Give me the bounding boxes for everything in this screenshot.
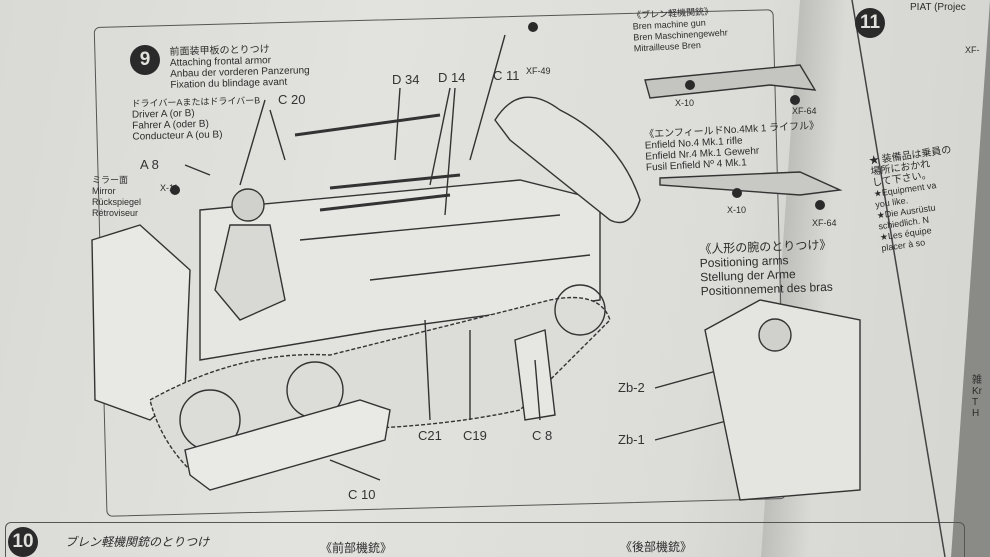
step11-misc: 雑 Kr T H [972, 375, 982, 419]
part-c10: C 10 [348, 487, 376, 502]
step11-paint: XF- [965, 45, 980, 55]
arms-label: 《人形の腕のとりつけ》 Positioning arms Stellung de… [699, 238, 833, 299]
step10-frame [5, 522, 965, 557]
bren-gun-drawing [644, 64, 817, 99]
misc-2: T [972, 397, 979, 408]
mirror-fr: Rétroviseur [92, 208, 139, 218]
plate-c8 [514, 329, 556, 421]
part-c20: C 20 [278, 92, 306, 107]
hull-body [199, 179, 601, 361]
arms-figure-drawing [704, 299, 861, 501]
driver-label: ドライバーAまたはドライバーB Driver A (or B) Fahrer A… [131, 95, 261, 142]
mirror-de: Rückspiegel [92, 197, 142, 207]
part-zb2: Zb-2 [618, 380, 645, 395]
enfield-paint-xf64: XF-64 [812, 218, 837, 228]
step11-frame [851, 0, 946, 557]
paint-x11: X-11 [160, 183, 179, 193]
mirror-jp: ミラー面 [92, 175, 129, 185]
mudguard-c10 [184, 399, 391, 491]
step11-notes: ★ 装備品は乗員の 場所におかれ して下さい。 ★Equipment va yo… [869, 145, 965, 255]
mirror-label: ミラー面 Mirror Rückspiegel Rétroviseur [92, 175, 141, 219]
step10-title: ブレン軽機関銃のとりつけ [65, 535, 210, 549]
enfield-rifle-drawing [659, 171, 843, 196]
bren-paint-x10: X-10 [675, 98, 695, 108]
part-d34: D 34 [392, 72, 420, 87]
part-c21: C21 [418, 428, 442, 443]
tarp-c11 [494, 96, 641, 224]
step10-front-gun: 《前部機銃》 [320, 541, 393, 555]
part-c11: C 11 [493, 68, 520, 83]
bren-label: 《ブレン軽機関銃》 Bren machine gun Bren Maschine… [632, 6, 729, 55]
step11-title: PIAT (Projec [910, 2, 966, 13]
step10-rear-gun: 《後部機銃》 [620, 540, 693, 554]
enfield-paint-x10: X-10 [727, 205, 747, 215]
mirror-en: Mirror [92, 186, 116, 196]
part-d14: D 14 [438, 70, 466, 85]
step-11-badge: 11 [855, 8, 885, 38]
part-a8: A 8 [140, 157, 159, 172]
step-10-badge: 10 [8, 527, 38, 557]
step9-title: 前面装甲板のとりつけ Attaching frontal armor Anbau… [169, 43, 310, 91]
misc-jp: 雑 [972, 375, 982, 386]
step-9-badge: 9 [130, 45, 160, 75]
part-c19: C19 [463, 428, 487, 443]
part-c8: C 8 [532, 428, 553, 443]
misc-1: Kr [972, 386, 982, 397]
bren-paint-xf64: XF-64 [792, 106, 817, 116]
part-zb1: Zb-1 [618, 432, 645, 447]
misc-3: H [972, 408, 980, 419]
paint-xf49: XF-49 [526, 66, 551, 76]
enfield-label: 《エンフィールドNo.4Mk 1 ライフル》 Enfield No.4 Mk.1… [644, 120, 821, 173]
